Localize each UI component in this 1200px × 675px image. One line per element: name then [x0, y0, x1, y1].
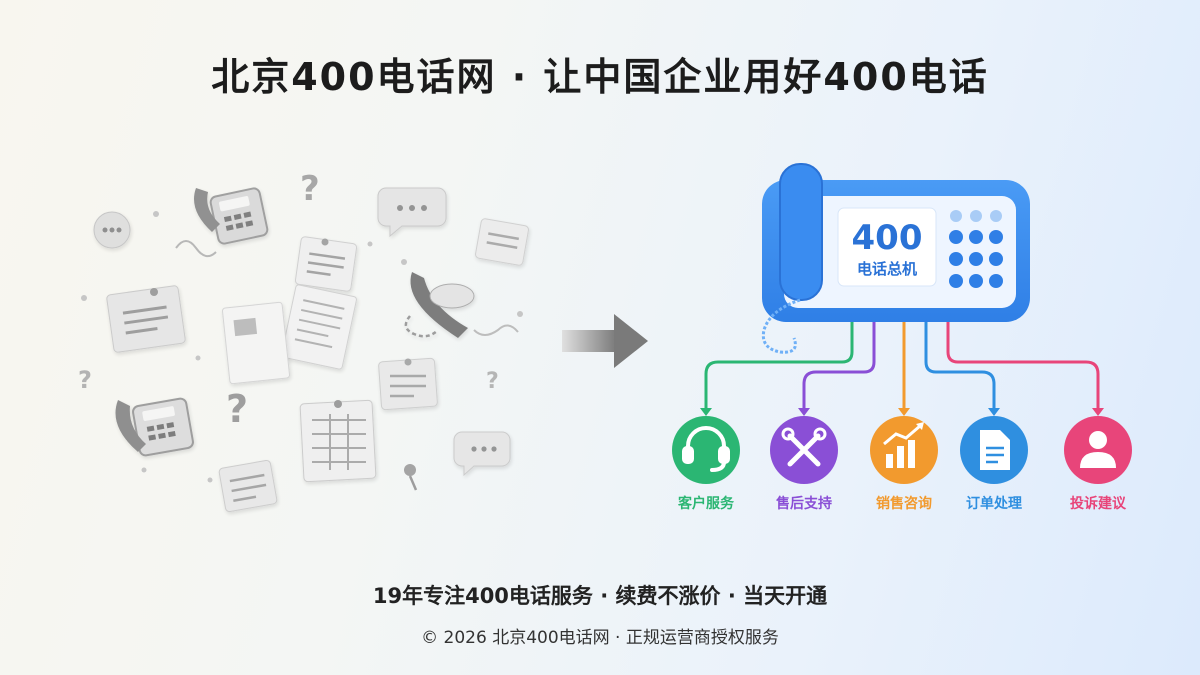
question-mark-icon: ?	[78, 366, 92, 394]
connector-lines	[700, 322, 1104, 416]
handset-icon	[779, 163, 823, 301]
telephone-icon	[115, 397, 194, 457]
pushpin-icon	[404, 464, 418, 491]
telephone-icon	[194, 187, 269, 245]
service-label: 客户服务	[677, 495, 735, 512]
service-order-processing: 订单处理	[960, 416, 1028, 512]
chat-bubble-icon	[93, 211, 131, 249]
service-complaints: 投诉建议	[1064, 416, 1132, 512]
service-label: 投诉建议	[1070, 495, 1127, 512]
chaos-cluster: ? ? ? ?	[78, 169, 529, 513]
document-icon	[221, 301, 291, 385]
spreadsheet-icon	[299, 399, 377, 483]
page-title: 北京400电话网 · 让中国企业用好400电话	[211, 55, 989, 99]
chat-bubble-icon	[377, 187, 447, 238]
document-icon	[294, 236, 358, 292]
document-icon	[378, 357, 438, 411]
question-mark-icon: ?	[300, 169, 320, 209]
document-icon	[980, 430, 1010, 470]
transform-arrow-icon	[562, 314, 648, 368]
coiled-cord	[761, 298, 801, 354]
service-label: 订单处理	[966, 495, 1022, 512]
document-icon	[281, 284, 357, 370]
switchboard-label: 电话总机	[857, 260, 917, 278]
service-label: 售后支持	[775, 495, 832, 512]
tagline: 19年专注400电话服务 · 续费不涨价 · 当天开通	[372, 584, 828, 608]
user-icon	[1080, 431, 1116, 468]
service-label: 销售咨询	[876, 495, 932, 512]
number-display	[837, 207, 937, 287]
growth-chart-icon	[883, 422, 924, 468]
document-icon	[475, 218, 529, 266]
question-mark-icon: ?	[226, 387, 248, 431]
headset-icon	[682, 426, 730, 472]
chat-bubble-icon	[453, 431, 511, 477]
question-mark-icon: ?	[486, 369, 499, 394]
copyright: © 2026 北京400电话网 · 正规运营商授权服务	[421, 628, 779, 648]
switchboard-phone: 400 电话总机	[761, 163, 1030, 354]
phone-handset-icon	[404, 272, 475, 338]
service-customer-service: 客户服务	[672, 416, 740, 512]
tools-icon	[781, 427, 827, 467]
tangled-cord	[473, 324, 519, 336]
document-icon	[106, 285, 186, 353]
service-sales-consulting: 销售咨询	[870, 416, 938, 512]
service-after-sales: 售后支持	[770, 416, 838, 512]
keypad-icon	[949, 210, 1003, 288]
switchboard-number: 400	[852, 218, 923, 258]
tangled-cord	[175, 240, 217, 258]
document-icon	[218, 459, 278, 513]
